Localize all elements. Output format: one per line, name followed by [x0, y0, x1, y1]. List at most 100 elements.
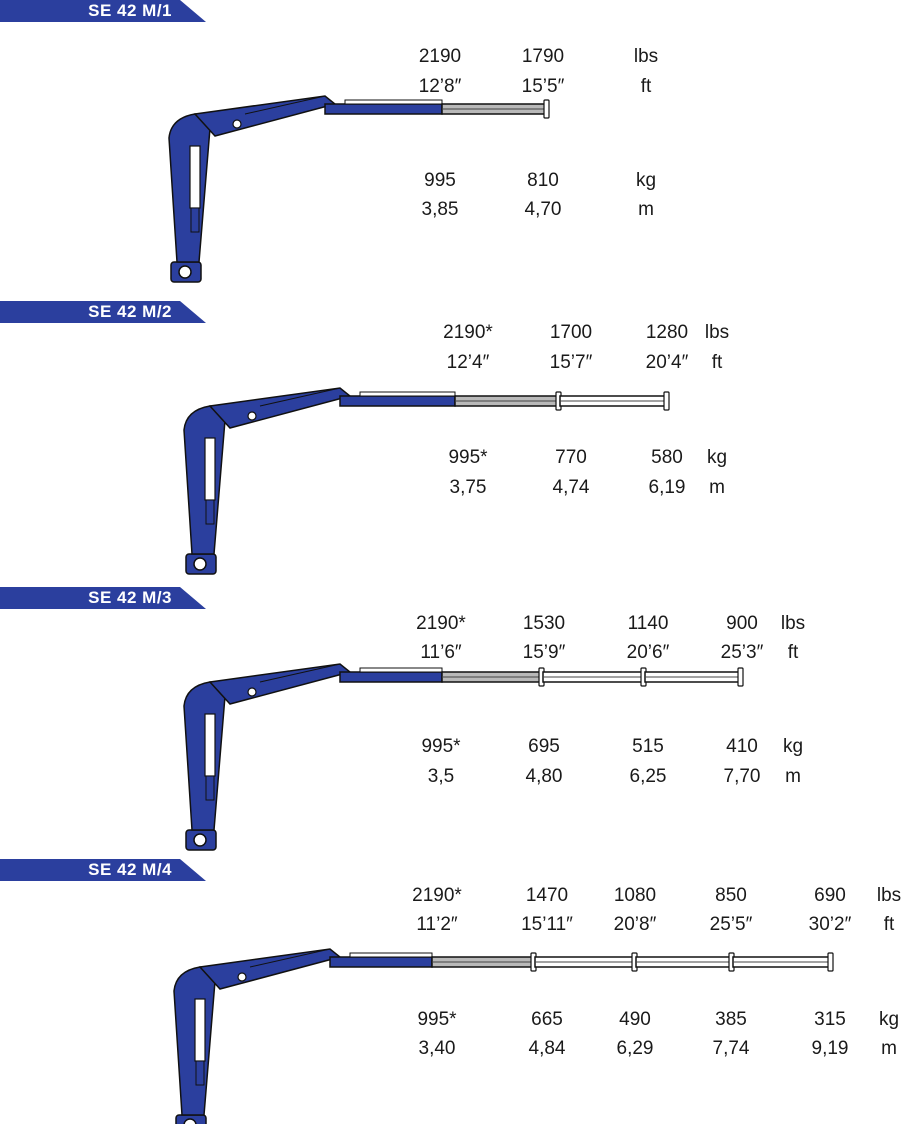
- reach-ft: 25’5″: [709, 914, 753, 935]
- crane-diagram: [168, 95, 550, 283]
- reach-ft: 15’5″: [521, 76, 565, 97]
- capacity-lbs: 2190: [418, 46, 462, 67]
- boom-pivot: [247, 411, 257, 421]
- lift-cylinder: [194, 998, 206, 1062]
- reach-ft: 25’3″: [720, 642, 764, 663]
- reach-ft: 20’8″: [613, 914, 657, 935]
- base-pivot: [178, 265, 192, 279]
- unit-m: m: [709, 477, 725, 498]
- capacity-lbs: 1470: [525, 885, 569, 906]
- capacity-lbs: 1530: [522, 613, 566, 634]
- outer-boom: [329, 956, 433, 968]
- crane-diagram: [173, 948, 834, 1124]
- base-pivot: [193, 557, 207, 571]
- reach-m: 7,70: [723, 766, 761, 787]
- extension-end-cap: [543, 99, 550, 119]
- outer-boom: [324, 103, 443, 115]
- capacity-kg: 315: [814, 1009, 846, 1030]
- reach-ft: 11’6″: [420, 642, 462, 663]
- capacity-lbs: 1280: [645, 322, 689, 343]
- inner-boom: [198, 948, 342, 990]
- unit-m: m: [638, 199, 654, 220]
- unit-kg: kg: [782, 736, 804, 757]
- reach-m: 4,70: [524, 199, 562, 220]
- capacity-kg: 695: [528, 736, 560, 757]
- capacity-lbs: 850: [715, 885, 747, 906]
- model-title: SE 42 M/4: [88, 860, 172, 879]
- boom-pivot: [247, 687, 257, 697]
- reach-m: 6,29: [616, 1038, 654, 1059]
- reach-m: 3,40: [418, 1038, 456, 1059]
- capacity-lbs: 1140: [627, 613, 669, 634]
- cylinder-rod: [205, 499, 215, 525]
- reach-m: 3,85: [421, 199, 459, 220]
- reach-ft: 30’2″: [808, 914, 852, 935]
- cylinder-rod: [190, 207, 200, 233]
- model-title: SE 42 M/3: [88, 588, 172, 607]
- unit-lbs: lbs: [633, 46, 659, 67]
- boom-cylinder: [259, 663, 341, 683]
- capacity-lbs: 2190*: [443, 322, 493, 343]
- reach-ft: 15’7″: [549, 352, 593, 373]
- section-m3: SE 42 M/3 2190* 1530 1140 900 lbs 11’6″ …: [0, 584, 906, 854]
- outer-boom-cylinder: [344, 99, 443, 105]
- capacity-lbs: 690: [814, 885, 846, 906]
- cylinder-rod: [195, 1060, 205, 1086]
- unit-lbs: lbs: [780, 613, 806, 634]
- capacity-lbs: 2190*: [412, 885, 462, 906]
- capacity-kg: 410: [726, 736, 758, 757]
- boom-cylinder: [249, 948, 331, 968]
- capacity-lbs: 1790: [521, 46, 565, 67]
- capacity-lbs: 1080: [613, 885, 657, 906]
- capacity-kg: 515: [632, 736, 664, 757]
- reach-m: 4,74: [552, 477, 590, 498]
- outer-boom: [339, 671, 443, 683]
- unit-m: m: [785, 766, 801, 787]
- capacity-kg: 995: [424, 170, 456, 191]
- section-m4: SE 42 M/4 2190* 1470 1080 850 690 lbs 11…: [0, 856, 906, 1124]
- outer-boom: [339, 395, 456, 407]
- crane-diagram: [183, 663, 744, 851]
- capacity-kg: 995*: [448, 447, 488, 468]
- capacity-lbs: 900: [726, 613, 758, 634]
- boom-pivot: [237, 972, 247, 982]
- section-m1: SE 42 M/1 2190 1790 lbs 12’8″ 15’5″ ft 9…: [0, 0, 906, 290]
- model-title: SE 42 M/1: [88, 1, 172, 20]
- capacity-kg: 810: [527, 170, 559, 191]
- lift-cylinder: [204, 437, 216, 501]
- reach-m: 6,19: [648, 477, 686, 498]
- capacity-kg: 770: [555, 447, 587, 468]
- capacity-lbs: 1700: [549, 322, 593, 343]
- cylinder-rod: [205, 775, 215, 801]
- inner-boom: [208, 387, 352, 429]
- reach-m: 6,25: [629, 766, 667, 787]
- unit-ft: ft: [711, 352, 723, 373]
- lift-cylinder: [204, 713, 216, 777]
- reach-ft: 20’6″: [626, 642, 670, 663]
- capacity-kg: 995*: [417, 1009, 457, 1030]
- reach-m: 4,84: [528, 1038, 566, 1059]
- capacity-kg: 580: [651, 447, 683, 468]
- capacity-kg: 995*: [421, 736, 461, 757]
- reach-ft: 15’11″: [521, 914, 573, 935]
- unit-lbs: lbs: [876, 885, 902, 906]
- inner-boom: [208, 663, 352, 705]
- reach-ft: 12’4″: [446, 352, 490, 373]
- unit-kg: kg: [878, 1009, 900, 1030]
- extension-end-cap: [663, 391, 670, 411]
- model-title: SE 42 M/2: [88, 302, 172, 321]
- outer-boom-cylinder: [359, 667, 443, 673]
- outer-boom-cylinder: [349, 952, 433, 958]
- inner-boom: [193, 95, 337, 137]
- crane-diagram: [183, 387, 670, 575]
- model-tab: SE 42 M/4: [0, 859, 206, 881]
- reach-m: 9,19: [811, 1038, 849, 1059]
- boom-pivot: [232, 119, 242, 129]
- boom-cylinder: [244, 95, 326, 115]
- unit-m: m: [881, 1038, 897, 1059]
- model-tab: SE 42 M/2: [0, 301, 206, 323]
- lift-cylinder: [189, 145, 201, 209]
- unit-ft: ft: [883, 914, 895, 935]
- base-pivot: [183, 1118, 197, 1124]
- section-m2: SE 42 M/2 2190* 1700 1280 lbs 12’4″ 15’7…: [0, 298, 906, 578]
